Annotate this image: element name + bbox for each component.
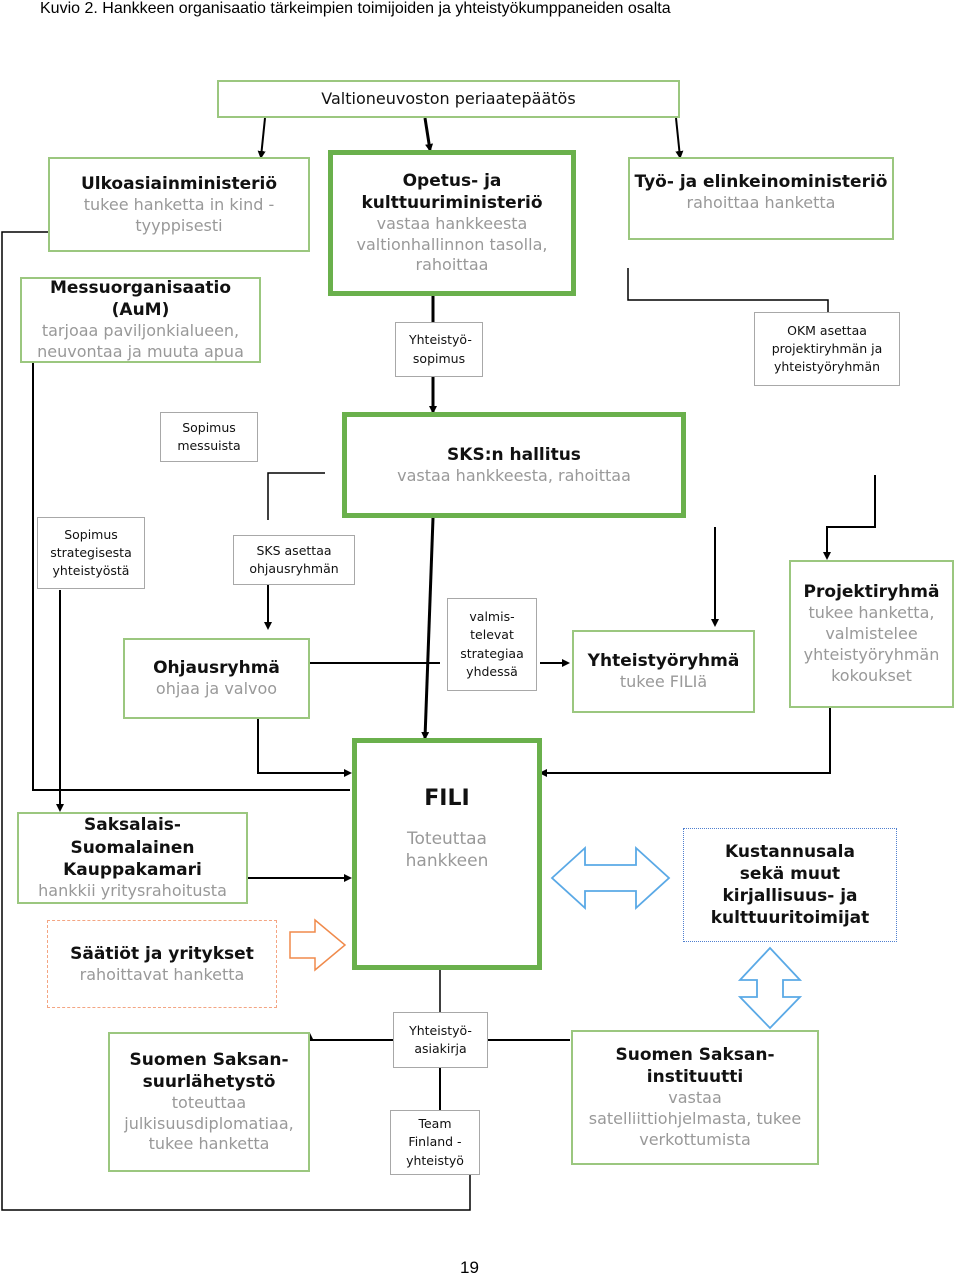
- box-team-finland-label: Team Finland -yhteistyö: [406, 1116, 464, 1168]
- box-sopimus-strategisesta: Sopimus strategisesta yhteistyöstä: [37, 517, 145, 589]
- box-opetusministerio-title: Opetus- ja kulttuuriministeriö: [361, 170, 543, 213]
- box-valtioneuvosto: Valtioneuvoston periaatepäätös: [217, 80, 680, 118]
- edge-sks-fili: [421, 517, 435, 740]
- box-opetusministerio-sub: vastaa hankkeesta valtionhallinnon tasol…: [356, 213, 548, 275]
- box-ulkoasiainministerio: Ulkoasiainministeriö tukee hanketta in k…: [48, 157, 310, 252]
- box-kauppakamari-title: Saksalais-Suomalainen Kauppakamari: [63, 815, 202, 880]
- box-okm-asettaa: OKM asettaa projektiryhmän ja yhteistyör…: [754, 312, 900, 386]
- edge-vnp-um: [257, 117, 266, 159]
- block-arrow-kustannus-instituutti: [737, 946, 803, 1030]
- box-projektiryhma-title: Projektiryhmä: [803, 582, 940, 603]
- box-projektiryhma-sub: tukee hanketta, valmistelee yhteistyöryh…: [803, 603, 940, 685]
- box-fili-sub: Toteuttaa hankkeen: [405, 828, 489, 871]
- edge-vnp-tem: [675, 117, 684, 159]
- box-sks-hallitus-title: SKS:n hallitus: [447, 444, 581, 465]
- box-ulkoasiainministerio-title: Ulkoasiainministeriö: [80, 173, 278, 194]
- box-fili-title: FILI: [424, 786, 470, 811]
- box-yhteistyoryhma: Yhteistyöryhmä tukee FILIä: [572, 630, 755, 713]
- box-ohjausryhma: Ohjausryhmä ohjaa ja valvoo: [123, 638, 310, 719]
- box-yhteistyoryhma-sub: tukee FILIä: [619, 672, 708, 692]
- block-arrow-saatiot-fili: [289, 918, 347, 972]
- box-sks-hallitus-sub: vastaa hankkeesta, rahoittaa: [397, 465, 631, 485]
- box-messuorganisaatio: Messuorganisaatio (AuM) tarjoaa paviljon…: [20, 277, 261, 363]
- box-fili: FILI Toteuttaa hankkeen: [352, 738, 542, 970]
- box-sks-hallitus: SKS:n hallitus vastaa hankkeesta, rahoit…: [342, 412, 686, 518]
- box-sks-asettaa-label: SKS asettaa ohjausryhmän: [249, 542, 339, 576]
- box-team-finland: Team Finland -yhteistyö: [390, 1110, 480, 1175]
- box-sopimus-messuista: Sopimus messuista: [160, 412, 258, 462]
- box-kustannusala-title: Kustannusala sekä muut kirjallisuus- ja …: [710, 841, 870, 929]
- box-tyoministerio-title: Työ- ja elinkeinoministeriö: [634, 172, 888, 192]
- box-kauppakamari-sub: hankkii yritysrahoitusta: [38, 880, 227, 900]
- box-valmistelevat: valmis-televat strategiaa yhdessä: [447, 598, 537, 691]
- box-yhteistyoasiakirja: Yhteistyö-asiakirja: [393, 1012, 488, 1068]
- box-opetusministerio: Opetus- ja kulttuuriministeriö vastaa ha…: [328, 150, 576, 296]
- box-instituutti: Suomen Saksan-instituutti vastaa satelli…: [571, 1030, 819, 1165]
- box-messuorganisaatio-title: Messuorganisaatio (AuM): [49, 278, 232, 321]
- box-okm-asettaa-label: OKM asettaa projektiryhmän ja yhteistyör…: [771, 322, 883, 375]
- box-ohjausryhma-sub: ohjaa ja valvoo: [155, 679, 278, 699]
- box-yhteistyosopimus: Yhteistyö-sopimus: [395, 322, 483, 377]
- edge-tem-okm-asettaa: [627, 268, 829, 312]
- box-saatiot: Säätiöt ja yritykset rahoittavat hankett…: [47, 920, 277, 1008]
- box-projektiryhma: Projektiryhmä tukee hanketta, valmistele…: [789, 560, 954, 708]
- box-suurlahetysto-sub: toteuttaa julkisuusdiplomatiaa, tukee ha…: [124, 1092, 294, 1154]
- box-valtioneuvosto-title: Valtioneuvoston periaatepäätös: [321, 88, 576, 108]
- block-arrow-fili-kustannus: [550, 845, 671, 911]
- box-ulkoasiainministerio-sub: tukee hanketta in kind -tyyppisesti: [83, 194, 275, 235]
- box-tyoministerio: Työ- ja elinkeinoministeriö rahoittaa ha…: [628, 157, 894, 240]
- page-number: 19: [460, 1258, 479, 1277]
- box-sopimus-strategisesta-label: Sopimus strategisesta yhteistyöstä: [50, 526, 132, 579]
- edge-ohjaus-fili: [257, 718, 352, 777]
- box-tyoministerio-sub: rahoittaa hanketta: [686, 193, 836, 213]
- box-suurlahetysto-title: Suomen Saksan-suurlähetystö: [129, 1049, 289, 1092]
- edge-sks-sks-asettaa: [267, 472, 325, 520]
- edge-vnp-okm: [423, 117, 434, 152]
- box-kauppakamari: Saksalais-Suomalainen Kauppakamari hankk…: [17, 812, 248, 904]
- box-ohjausryhma-title: Ohjausryhmä: [153, 658, 280, 679]
- edge-left-messu-loop: [29, 346, 350, 791]
- box-yhteistyoryhma-title: Yhteistyöryhmä: [587, 651, 740, 672]
- edge-projekti-fili: [539, 706, 831, 777]
- box-instituutti-sub: vastaa satelliittiohjelmasta, tukee verk…: [588, 1088, 802, 1149]
- figure-caption: Kuvio 2. Hankkeen organisaatio tärkeimpi…: [40, 0, 671, 17]
- box-messuorganisaatio-sub: tarjoaa paviljonkialueen, neuvontaa ja m…: [37, 321, 244, 362]
- box-suurlahetysto: Suomen Saksan-suurlähetystö toteuttaa ju…: [108, 1032, 310, 1172]
- box-saatiot-title: Säätiöt ja yritykset: [70, 943, 254, 964]
- box-saatiot-sub: rahoittavat hanketta: [79, 964, 245, 984]
- edge-outer-frame: [1, 231, 471, 1211]
- box-instituutti-title: Suomen Saksan-instituutti: [615, 1045, 775, 1088]
- edge-okm-asettaa-projektiryhma: [823, 475, 876, 560]
- box-sopimus-messuista-label: Sopimus messuista: [177, 419, 241, 453]
- edge-ysasiakirja-suurlahetysto: [306, 1033, 395, 1041]
- box-yhteistyoasiakirja-label: Yhteistyö-asiakirja: [409, 1022, 472, 1056]
- box-valmistelevat-label: valmis-televat strategiaa yhdessä: [460, 609, 524, 679]
- box-yhteistyosopimus-label: Yhteistyö-sopimus: [409, 332, 472, 366]
- box-kustannusala: Kustannusala sekä muut kirjallisuus- ja …: [683, 828, 897, 942]
- box-sks-asettaa: SKS asettaa ohjausryhmän: [233, 535, 355, 585]
